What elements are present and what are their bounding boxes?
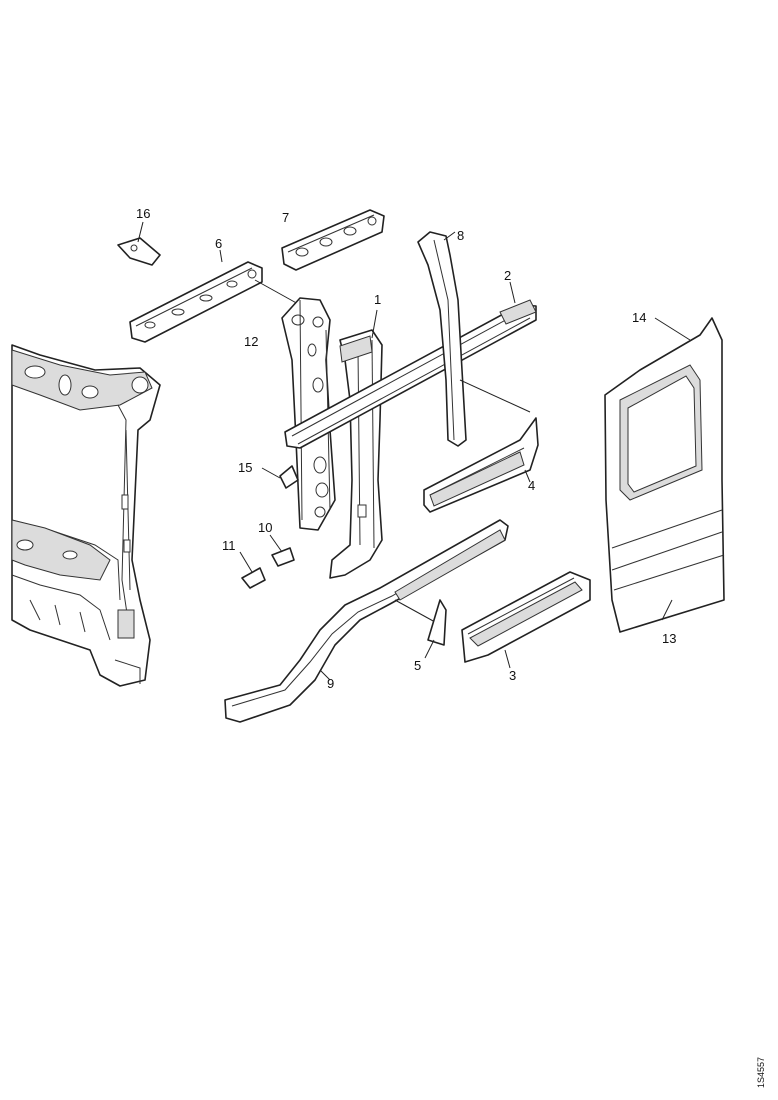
part-15-plate	[261, 465, 299, 489]
body-side-frame	[11, 344, 161, 687]
part-2-roof-rail	[284, 281, 537, 449]
callout-16: 16	[136, 206, 150, 221]
callout-15: 15	[238, 460, 252, 475]
part-11-fastener	[239, 551, 266, 589]
callout-8: 8	[457, 228, 464, 243]
reference-code: 1S4557	[756, 1057, 766, 1088]
part-13-outer-side-panel	[604, 317, 725, 633]
part-7-upper-rail	[281, 209, 385, 271]
part-16-bracket	[117, 221, 161, 266]
part-5-gusset	[424, 599, 447, 659]
callout-12: 12	[244, 334, 258, 349]
part-1-pillar	[329, 309, 383, 579]
callout-9: 9	[327, 676, 334, 691]
callout-13: 13	[662, 631, 676, 646]
part-3-rocker-panel	[461, 571, 591, 669]
part-9-sill-member	[224, 519, 509, 723]
callout-14: 14	[632, 310, 646, 325]
callout-3: 3	[509, 668, 516, 683]
part-10-fastener	[269, 534, 295, 567]
part-4-lower-rail	[423, 379, 539, 513]
callout-6: 6	[215, 236, 222, 251]
callout-5: 5	[414, 658, 421, 673]
callout-4: 4	[528, 478, 535, 493]
callout-1: 1	[374, 292, 381, 307]
part-6-crossmember	[129, 249, 301, 343]
part-8-c-pillar	[417, 231, 467, 447]
callout-7: 7	[282, 210, 289, 225]
callout-2: 2	[504, 268, 511, 283]
callout-11: 11	[222, 538, 236, 553]
callout-10: 10	[258, 520, 272, 535]
